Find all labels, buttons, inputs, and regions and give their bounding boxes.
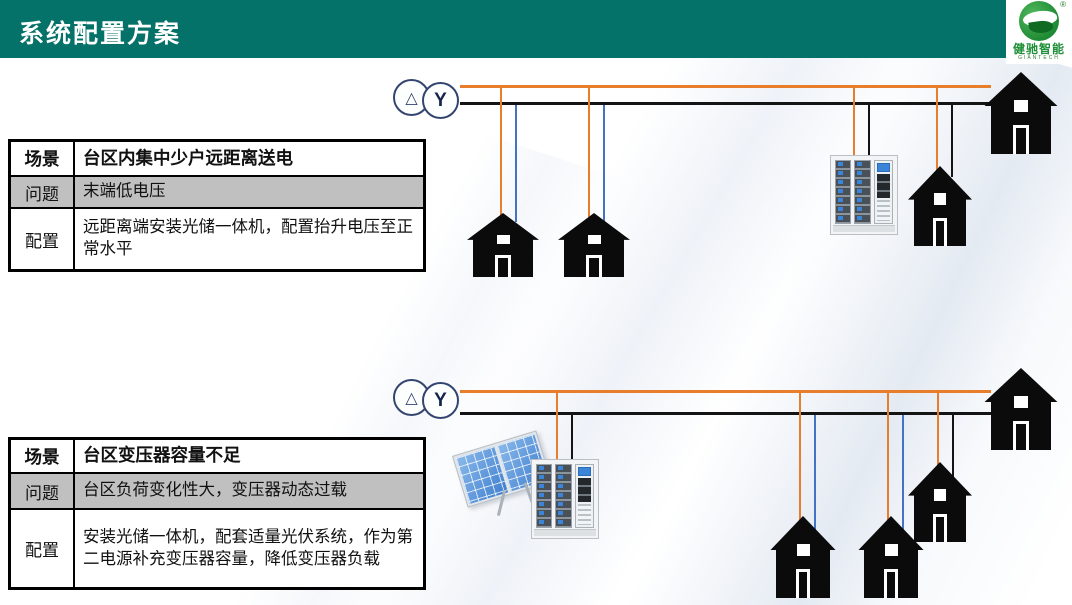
cabinet-vents bbox=[876, 200, 890, 221]
service-drop-neutral bbox=[814, 415, 816, 532]
row-label: 问题 bbox=[11, 474, 75, 508]
service-drop-neutral bbox=[868, 105, 870, 156]
house-window bbox=[797, 543, 810, 557]
transformer-wye-winding: Y bbox=[422, 382, 459, 419]
transformer-wye-winding: Y bbox=[422, 82, 459, 119]
house-window bbox=[934, 193, 947, 206]
row-value: 台区负荷变化性大，变压器动态过载 bbox=[83, 481, 347, 500]
house-icon bbox=[908, 166, 972, 246]
service-drop-phase bbox=[853, 88, 855, 156]
house-door bbox=[932, 514, 948, 542]
service-drop-neutral bbox=[603, 105, 605, 222]
house-door bbox=[795, 569, 811, 598]
table-row: 场景 台区内集中少户远距离送电 bbox=[11, 142, 423, 177]
table-row: 问题 末端低电压 bbox=[11, 177, 423, 209]
house-window bbox=[934, 489, 947, 502]
row-value: 安装光储一体机，配套适量光伏系统，作为第二电源补充变压器容量，降低变压器负载 bbox=[83, 527, 413, 568]
house-window bbox=[1014, 395, 1029, 409]
house-icon bbox=[984, 368, 1058, 450]
row-value: 台区内集中少户远距离送电 bbox=[83, 147, 293, 168]
house-icon bbox=[558, 213, 630, 277]
house-icon bbox=[984, 72, 1058, 154]
transformer-symbol: △ Y bbox=[393, 79, 459, 119]
page-title: 系统配置方案 bbox=[19, 20, 182, 48]
cabinet-screen bbox=[876, 163, 890, 172]
row-label: 问题 bbox=[11, 177, 75, 207]
house-window bbox=[496, 234, 511, 245]
row-value: 末端低电压 bbox=[83, 182, 166, 201]
house-icon bbox=[908, 462, 972, 542]
ess-cabinet-icon bbox=[531, 459, 599, 539]
scenario2-table: 场景 台区变压器容量不足 问题 台区负荷变化性大，变压器动态过载 配置 安装光储… bbox=[8, 437, 426, 590]
battery-column bbox=[835, 160, 852, 224]
service-drop-neutral bbox=[902, 415, 904, 532]
house-icon bbox=[770, 516, 836, 598]
control-column bbox=[873, 160, 893, 224]
transformer-symbol: △ Y bbox=[393, 379, 459, 419]
house-window bbox=[1014, 99, 1029, 113]
delta-symbol: △ bbox=[405, 389, 418, 407]
table-row: 场景 台区变压器容量不足 bbox=[11, 440, 423, 474]
house-door bbox=[586, 254, 602, 277]
delta-symbol: △ bbox=[405, 89, 418, 107]
phase-line bbox=[460, 390, 991, 393]
row-value: 台区变压器容量不足 bbox=[83, 445, 241, 466]
table-row: 配置 远距离端安装光储一体机，配置抬升电压至正常水平 bbox=[11, 209, 423, 269]
scenario1-table: 场景 台区内集中少户远距离送电 问题 末端低电压 配置 远距离端安装光储一体机，… bbox=[8, 139, 426, 272]
house-door bbox=[495, 254, 511, 277]
wye-symbol: Y bbox=[434, 389, 447, 411]
row-value: 远距离端安装光储一体机，配置抬升电压至正常水平 bbox=[83, 218, 413, 258]
registered-mark: ® bbox=[1060, 0, 1066, 9]
phase-line bbox=[460, 85, 991, 88]
service-drop-neutral bbox=[515, 105, 517, 222]
cabinet-screen bbox=[577, 467, 591, 476]
wye-symbol: Y bbox=[434, 89, 447, 111]
logo-subname: GIANTECH bbox=[1018, 55, 1060, 61]
battery-column bbox=[555, 464, 572, 528]
battery-column bbox=[854, 160, 871, 224]
service-drop-phase bbox=[500, 88, 502, 256]
neutral-line bbox=[460, 412, 1003, 415]
house-icon bbox=[467, 213, 539, 277]
row-label: 场景 bbox=[11, 440, 75, 472]
ess-cabinet-icon bbox=[830, 155, 898, 235]
house-window bbox=[885, 543, 898, 557]
cabinet-breakers bbox=[876, 174, 890, 198]
cabinet-vents bbox=[577, 504, 591, 525]
cabinet-breakers bbox=[577, 478, 591, 502]
service-drop-neutral bbox=[571, 415, 573, 459]
table-row: 配置 安装光储一体机，配套适量光伏系统，作为第二电源补充变压器容量，降低变压器负… bbox=[11, 510, 423, 587]
house-door bbox=[932, 218, 948, 246]
logo-bird-icon bbox=[1019, 1, 1059, 41]
house-door bbox=[883, 569, 899, 598]
row-label: 场景 bbox=[11, 142, 75, 175]
house-door bbox=[1012, 125, 1030, 154]
house-door bbox=[1012, 421, 1030, 450]
row-label: 配置 bbox=[11, 510, 75, 587]
company-logo: ® 健驰智能 GIANTECH bbox=[1006, 0, 1072, 64]
control-column bbox=[574, 464, 594, 528]
row-label: 配置 bbox=[11, 209, 75, 269]
battery-column bbox=[536, 464, 553, 528]
logo-name: 健驰智能 bbox=[1012, 42, 1065, 56]
neutral-line bbox=[460, 102, 1003, 105]
table-row: 问题 台区负荷变化性大，变压器动态过载 bbox=[11, 474, 423, 510]
service-drop-phase bbox=[556, 393, 558, 459]
header-bar: 系统配置方案 bbox=[0, 0, 1006, 58]
house-window bbox=[587, 234, 602, 245]
